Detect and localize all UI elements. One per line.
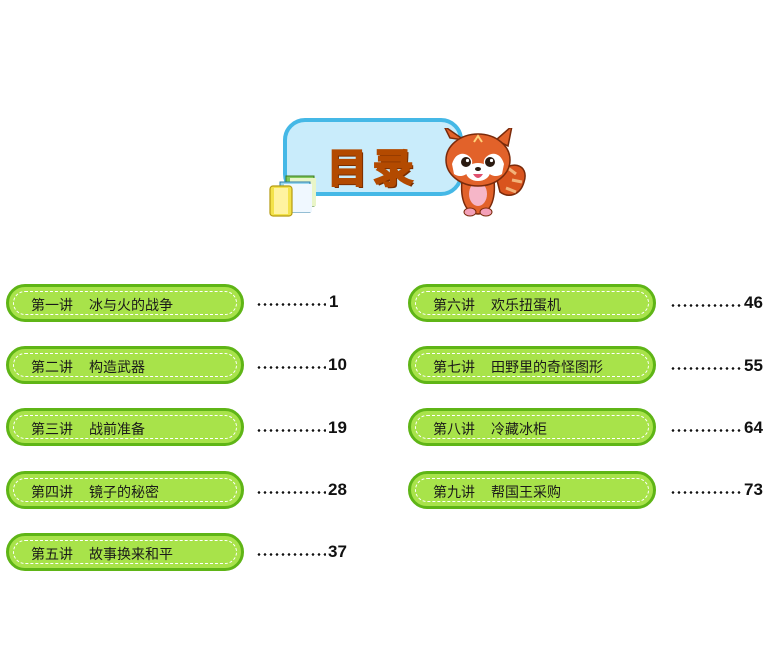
toc-entry-label: 第五讲故事换来和平 (31, 544, 173, 564)
toc-leader: 1 (256, 292, 342, 312)
toc-entry-label: 第一讲冰与火的战争 (31, 295, 173, 315)
lecture-number: 第七讲 (433, 360, 475, 376)
page-number[interactable]: 28 (328, 480, 347, 499)
toc-entry[interactable]: 第三讲战前准备 (6, 408, 244, 446)
page-number[interactable]: 10 (328, 355, 347, 374)
toc-entry[interactable]: 第二讲构造武器 (6, 346, 244, 384)
lecture-number: 第一讲 (31, 298, 73, 314)
lecture-title: 田野里的奇怪图形 (491, 360, 603, 376)
lecture-title: 帮国王采购 (491, 485, 561, 501)
toc-leader: 19 (256, 418, 352, 438)
toc-leader: 73 (670, 480, 766, 500)
toc-leader: 46 (670, 293, 766, 313)
lecture-number: 第四讲 (31, 485, 73, 501)
page-number[interactable]: 73 (744, 480, 763, 499)
lecture-number: 第五讲 (31, 547, 73, 563)
lecture-title: 构造武器 (89, 360, 145, 376)
toc-entry-label: 第六讲欢乐扭蛋机 (433, 295, 561, 315)
lecture-title: 故事换来和平 (89, 547, 173, 563)
lecture-number: 第三讲 (31, 422, 73, 438)
page-number[interactable]: 19 (328, 418, 347, 437)
toc-entry-label: 第八讲冷藏冰柜 (433, 419, 547, 439)
page-number[interactable]: 55 (744, 356, 763, 375)
lecture-number: 第二讲 (31, 360, 73, 376)
toc-entry-label: 第九讲帮国王采购 (433, 482, 561, 502)
page-number[interactable]: 37 (328, 542, 347, 561)
lecture-title: 冰与火的战争 (89, 298, 173, 314)
toc-entry[interactable]: 第六讲欢乐扭蛋机 (408, 284, 656, 322)
toc-leader: 10 (256, 355, 352, 375)
toc-leader: 37 (256, 542, 352, 562)
red-panda-mascot-icon (444, 128, 526, 217)
toc-entry-label: 第四讲镜子的秘密 (31, 482, 159, 502)
lecture-title: 战前准备 (89, 422, 145, 438)
lecture-title: 镜子的秘密 (89, 485, 159, 501)
toc-entry-label: 第二讲构造武器 (31, 357, 145, 377)
toc-leader: 64 (670, 418, 766, 438)
toc-entry[interactable]: 第九讲帮国王采购 (408, 471, 656, 509)
toc-entry[interactable]: 第四讲镜子的秘密 (6, 471, 244, 509)
page-number[interactable]: 64 (744, 418, 763, 437)
toc-entry[interactable]: 第一讲冰与火的战争 (6, 284, 244, 322)
lecture-number: 第六讲 (433, 298, 475, 314)
toc-entry[interactable]: 第七讲田野里的奇怪图形 (408, 346, 656, 384)
toc-leader: 55 (670, 356, 766, 376)
lecture-number: 第九讲 (433, 485, 475, 501)
toc-entry-label: 第三讲战前准备 (31, 419, 145, 439)
page-title: 目录 (326, 145, 419, 193)
page-number[interactable]: 46 (744, 293, 763, 312)
toc-leader: 28 (256, 480, 352, 500)
page-number[interactable]: 1 (329, 292, 339, 311)
lecture-number: 第八讲 (433, 422, 475, 438)
toc-entry[interactable]: 第八讲冷藏冰柜 (408, 408, 656, 446)
toc-entry[interactable]: 第五讲故事换来和平 (6, 533, 244, 571)
lecture-title: 冷藏冰柜 (491, 422, 547, 438)
toc-entry-label: 第七讲田野里的奇怪图形 (433, 357, 603, 377)
books-icon (269, 175, 316, 217)
lecture-title: 欢乐扭蛋机 (491, 298, 561, 314)
